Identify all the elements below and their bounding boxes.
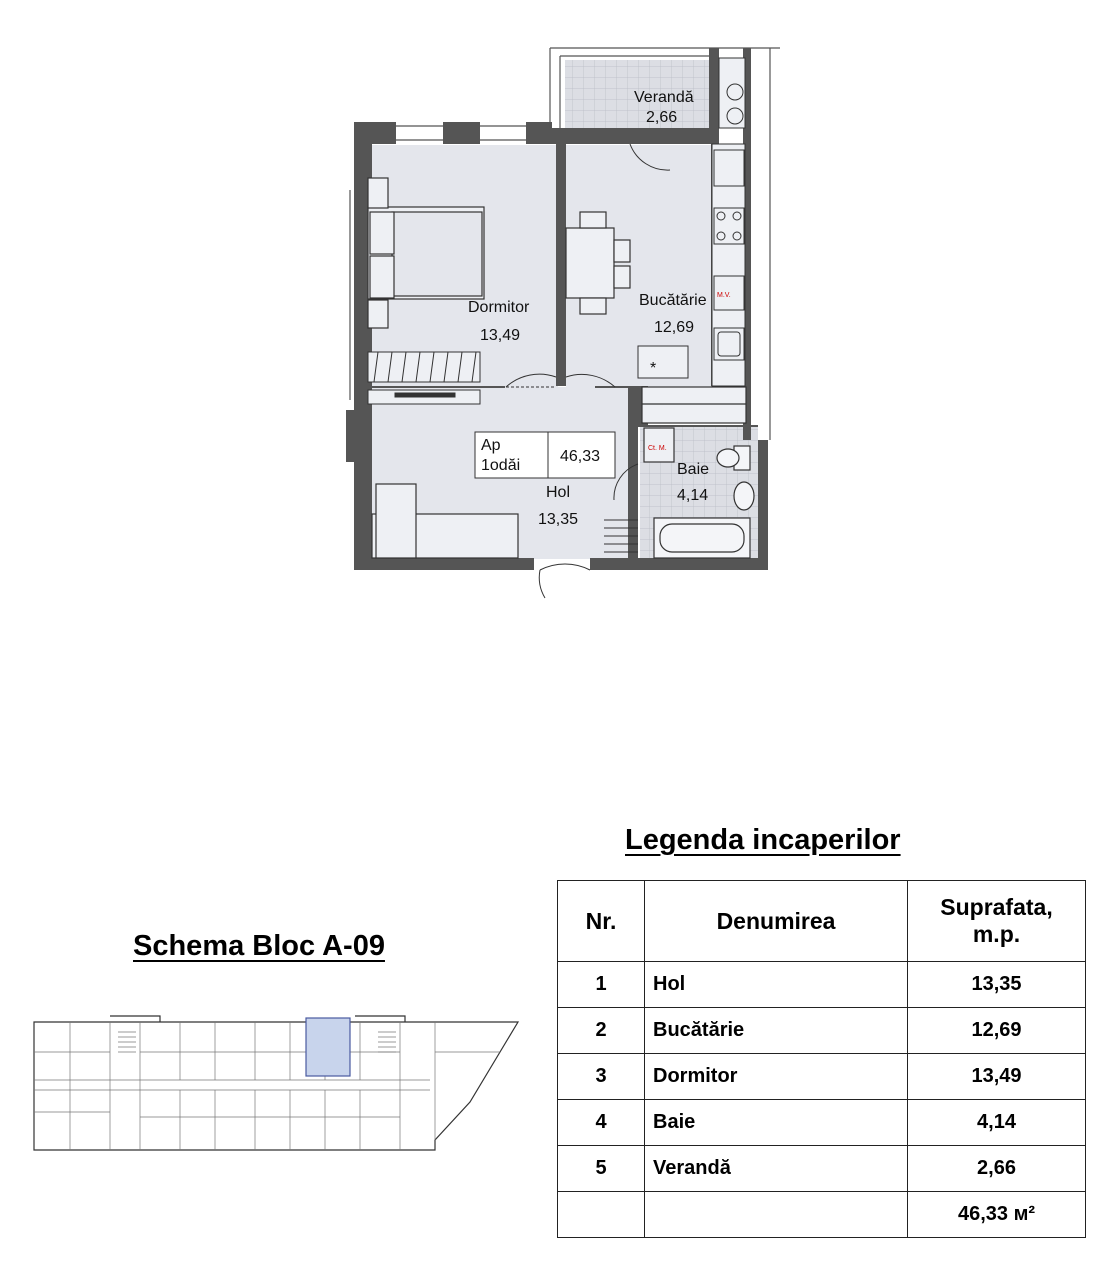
bathroom-fixtures bbox=[653, 445, 755, 559]
legend-header-row: Nr. Denumirea Suprafata, m.p. bbox=[557, 880, 1086, 962]
apartment-label-box bbox=[474, 431, 616, 479]
apartment-label-rooms: 1odăi bbox=[481, 457, 520, 474]
row-nr: 5 bbox=[557, 1145, 645, 1192]
row-name: Baie bbox=[644, 1099, 908, 1146]
total-row: 46,33 м² bbox=[557, 1191, 1086, 1238]
table-row: 4 Baie 4,14 bbox=[557, 1099, 1086, 1146]
room-name-hol: Hol bbox=[546, 484, 570, 501]
row-name: Dormitor bbox=[644, 1053, 908, 1100]
bed bbox=[367, 177, 485, 329]
row-area: 13,49 bbox=[907, 1053, 1086, 1100]
table-row: 5 Verandă 2,66 bbox=[557, 1145, 1086, 1192]
table-row: 3 Dormitor 13,49 bbox=[557, 1053, 1086, 1100]
row-name: Hol bbox=[644, 961, 908, 1008]
doors bbox=[505, 143, 671, 599]
schema-apartment-highlight bbox=[305, 1017, 351, 1077]
walls bbox=[346, 48, 768, 570]
row-area: 13,35 bbox=[907, 961, 1086, 1008]
room-name-veranda: Verandă bbox=[634, 89, 694, 106]
room-name-dormitor: Dormitor bbox=[468, 299, 530, 316]
row-name: Bucătărie bbox=[644, 1007, 908, 1054]
row-area: 12,69 bbox=[907, 1007, 1086, 1054]
apartment-label-ap: Ap bbox=[481, 437, 501, 454]
veranda-floor bbox=[565, 60, 713, 132]
room-area-bucatarie: 12,69 bbox=[654, 319, 694, 336]
header-area: Suprafata, m.p. bbox=[907, 880, 1086, 962]
building-outline bbox=[33, 1015, 520, 1151]
legend-table: Nr. Denumirea Suprafata, m.p. 1 Hol 13,3… bbox=[557, 880, 1086, 1238]
building-schema bbox=[33, 1015, 520, 1151]
floor-plan: M.V. * Ct. M. Ap 1odăi 46,33 Verandă 2,6… bbox=[346, 47, 780, 599]
header-nr: Nr. bbox=[557, 880, 645, 962]
apartment-total-area: 46,33 bbox=[560, 448, 600, 465]
row-area: 4,14 bbox=[907, 1099, 1086, 1146]
header-name: Denumirea bbox=[644, 880, 908, 962]
shoe-rack bbox=[604, 519, 638, 553]
star-symbol: * bbox=[650, 360, 656, 377]
header-area-line1: Suprafata, bbox=[940, 894, 1053, 920]
windows bbox=[349, 47, 780, 440]
dining-table bbox=[565, 211, 631, 315]
table-row: 2 Bucătărie 12,69 bbox=[557, 1007, 1086, 1054]
schema-title: Schema Bloc A-09 bbox=[133, 930, 385, 962]
row-area: 2,66 bbox=[907, 1145, 1086, 1192]
row-nr: 1 bbox=[557, 961, 645, 1008]
mv-label: M.V. bbox=[717, 292, 731, 299]
table-row: 1 Hol 13,35 bbox=[557, 961, 1086, 1008]
total-area: 46,33 м² bbox=[907, 1191, 1086, 1238]
legend-title: Legenda incaperilor bbox=[625, 824, 901, 856]
sofa bbox=[371, 483, 519, 559]
wardrobe bbox=[367, 351, 481, 405]
header-area-line2: m.p. bbox=[972, 921, 1021, 947]
room-area-dormitor: 13,49 bbox=[480, 327, 520, 344]
row-nr: 4 bbox=[557, 1099, 645, 1146]
row-nr: 3 bbox=[557, 1053, 645, 1100]
room-name-bucatarie: Bucătărie bbox=[639, 292, 707, 309]
ctm-label: Ct. M. bbox=[648, 445, 667, 452]
row-name: Verandă bbox=[644, 1145, 908, 1192]
total-empty-name bbox=[644, 1191, 908, 1238]
room-area-hol: 13,35 bbox=[538, 511, 578, 528]
room-name-baie: Baie bbox=[677, 461, 709, 478]
total-empty-nr bbox=[557, 1191, 645, 1238]
row-nr: 2 bbox=[557, 1007, 645, 1054]
storage-shelves bbox=[641, 386, 747, 463]
building-interior bbox=[34, 1022, 500, 1150]
room-area-baie: 4,14 bbox=[677, 487, 708, 504]
kitchen-counter bbox=[637, 57, 746, 387]
room-area-veranda: 2,66 bbox=[646, 109, 677, 126]
